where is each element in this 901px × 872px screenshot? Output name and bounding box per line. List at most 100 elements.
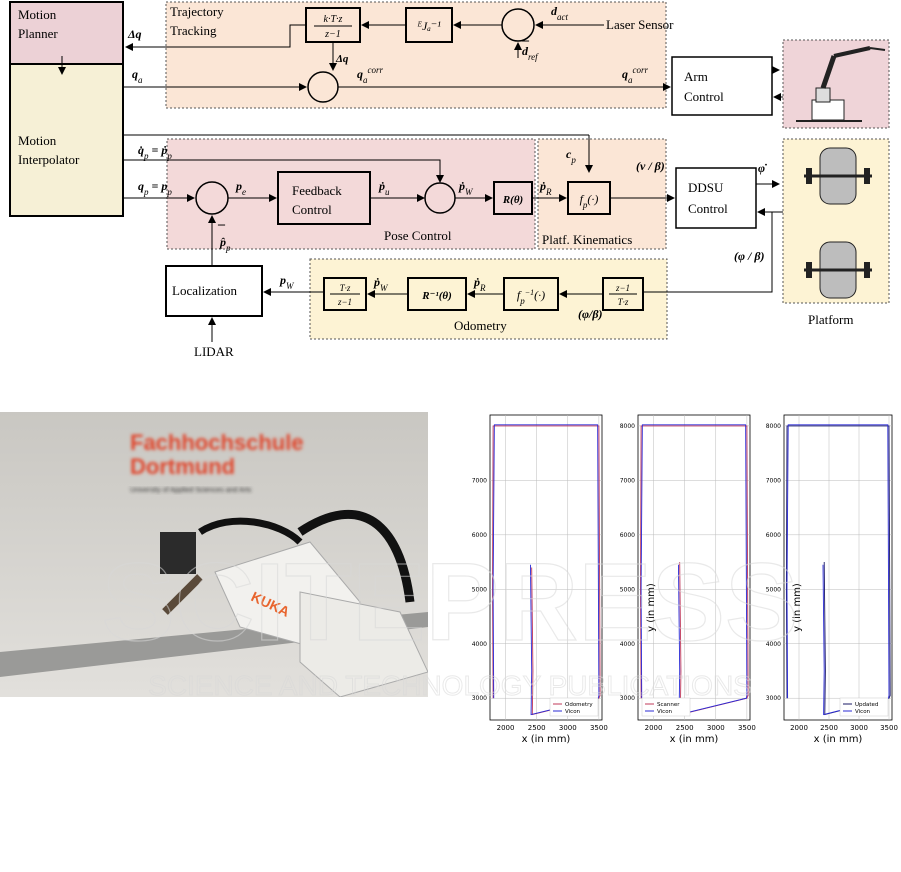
y-tick-label: 5000 [472,586,487,593]
odometry-label: Odometry [454,318,507,333]
legend-label: Odometry [565,702,593,708]
feedback-control-label-1: Feedback [292,183,342,198]
motion-interpolator-label-1: Motion [18,133,57,148]
legend-label: Vicon [565,709,581,715]
q-p-label: qp = pp [138,179,172,197]
y-tick-label: 7000 [620,477,635,484]
p-w-label: pW [279,273,295,291]
legend-label: Vicon [657,709,673,715]
x-axis-label: x (in mm) [670,734,719,745]
robot-photo: Fachhochschule Dortmund University of Ap… [0,412,428,697]
inverse-rotation-label: R⁻¹(θ) [421,290,451,302]
rotation-label: R(θ) [502,194,523,206]
trajectory-tracking-label-1: Trajectory [170,4,224,19]
c-p-label: cp [566,147,576,165]
x-tick-label: 2500 [820,724,838,732]
series-line-vicon [786,424,890,716]
p-e-label: pe [235,179,246,197]
y-tick-label: 7000 [472,477,487,484]
y-tick-label: 6000 [766,532,781,539]
series-line-scanner [640,425,749,716]
x-tick-label: 2000 [790,724,808,732]
feedback-control-block [277,171,371,225]
arm-sum-junction [307,71,339,103]
x-tick-label: 3500 [738,724,756,732]
minus-sign-2: – [217,217,226,232]
inverse-jacobian-label: ᴱJₐ⁻¹ [417,19,441,33]
motion-planner-block [9,1,124,65]
x-tick-label: 2500 [528,724,546,732]
ddsu-control-label-1: DDSU [688,180,724,195]
x-tick-label: 3500 [590,724,608,732]
pose-error-junction [195,181,229,215]
sign-line-2: Dortmund [130,454,235,479]
inverse-kinematics-block [503,277,559,311]
y-tick-label: 5000 [620,586,635,593]
feedback-control-label-2: Control [292,202,332,217]
y-tick-label: 4000 [620,641,635,648]
x-tick-label: 3000 [559,724,577,732]
phi-dot-label: φ̇ [758,161,767,175]
phi-beta-label-2: (φ/β) [578,307,603,321]
sign-line-1: Fachhochschule [130,430,304,455]
laser-sum-junction [501,8,535,42]
platform-kinematics-block [567,181,611,215]
q-a-label: qa [132,67,143,85]
delta-q-out-label: Δq [127,27,142,41]
platf-kinematics-label: Platf. Kinematics [542,232,632,247]
q-p-dot-label: q̇p = ṗp [138,143,172,161]
control-block-diagram: Motion Planner Motion Interpolator Traje… [9,1,890,359]
motion-interpolator-block [9,63,124,217]
inverse-integrator-denominator: T·z [618,297,629,307]
y-tick-label: 5000 [766,586,781,593]
ddsu-control-block [675,167,757,229]
legend-label: Vicon [855,709,871,715]
y-axis-label: y (in mm) [646,583,657,632]
series-line-updated [785,425,891,716]
series-line-vicon [640,424,748,716]
platform-wheel-icon-2 [804,241,872,299]
y-axis-label: y (in mm) [792,583,803,632]
x-tick-label: 3000 [707,724,725,732]
lidar-label: LIDAR [194,344,234,359]
trajectory-plot-2: 2000 2500 3000 3500 3000 4000 5000 6000 7000 8000… [620,414,756,745]
x-tick-label: 3000 [850,724,868,732]
sign-line-3: University of Applied Sciences and Arts [130,487,252,494]
series-line-odometry [492,425,601,716]
plot-frame [637,414,751,721]
x-tick-label: 2500 [676,724,694,732]
laser-sensor-label: Laser Sensor [606,17,674,32]
localization-block [165,265,263,317]
trajectory-tracking-label-2: Tracking [170,23,217,38]
robot-arm-icon [796,46,886,122]
platform-label: Platform [808,312,854,327]
legend-label: Updated [855,702,878,708]
trajectory-plot-1: 2000 2500 3000 3500 3000 4000 5000 6000 7000Odom… [472,414,608,745]
motion-planner-label-2: Planner [18,26,58,41]
y-tick-label: 6000 [620,532,635,539]
integrator-denominator: z−1 [324,29,341,40]
y-tick-label: 6000 [472,532,487,539]
odometry-integrator-numerator: T·z [340,283,351,293]
ddsu-control-label-2: Control [688,201,728,216]
plot-frame [489,414,603,721]
minus-sign-1: – [521,33,530,48]
y-tick-label: 3000 [620,695,635,702]
y-tick-label: 3000 [472,695,487,702]
inverse-integrator-numerator: z−1 [615,283,630,293]
plot-frame [783,414,893,721]
phi-beta-label-1: (φ / β) [734,249,765,263]
y-tick-label: 8000 [766,423,781,430]
y-tick-label: 7000 [766,477,781,484]
legend-label: Scanner [657,702,680,708]
y-tick-label: 8000 [620,423,635,430]
x-tick-label: 2000 [497,724,515,732]
arm-control-label-2: Control [684,89,724,104]
y-tick-label: 4000 [472,641,487,648]
arm-control-block [671,56,773,116]
v-beta-label: (v / β) [636,159,665,173]
delta-q-in-label: Δq [335,53,349,65]
x-axis-label: x (in mm) [814,734,863,745]
x-tick-label: 2000 [645,724,663,732]
